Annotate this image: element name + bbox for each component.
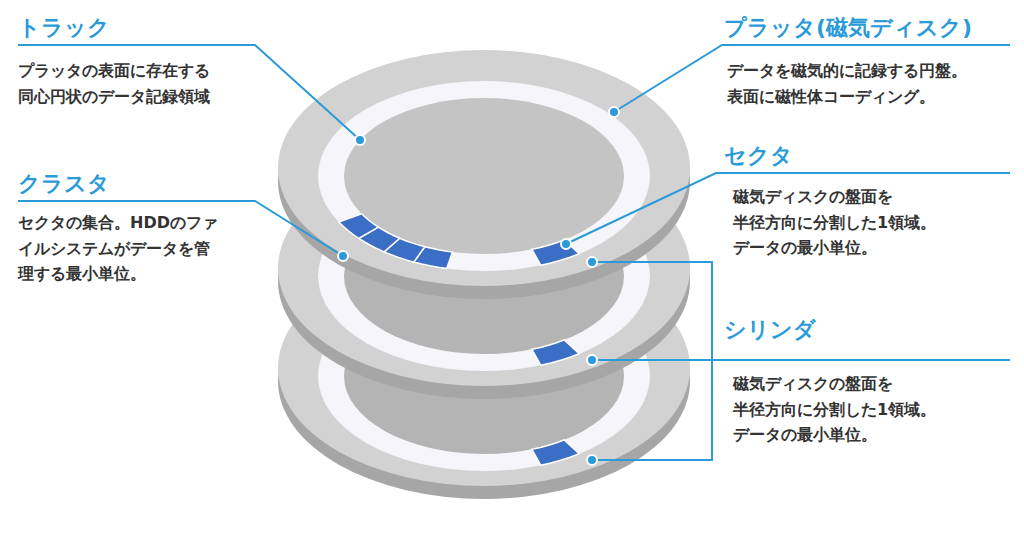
callout-heading: シリンダ (724, 316, 816, 344)
label-holder: 磁気ディスクの盤面を 半径方向に分割した1領域。 データの最小単位。 (733, 184, 1003, 261)
leader-dots (338, 107, 619, 465)
callout-heading: プラッタ(磁気ディスク) (724, 14, 972, 42)
leader-dot (338, 251, 348, 261)
sector-block (532, 340, 579, 365)
callout-text: セクタの集合。HDDのファ イルシステムがデータを管 理する最小単位。 (18, 210, 278, 287)
callout-text: 磁気ディスクの盤面を 半径方向に分割した1領域。 データの最小単位。 (733, 184, 1003, 261)
leader-dot (561, 239, 571, 249)
callout-heading: セクタ (724, 142, 793, 170)
sector-block (339, 214, 379, 239)
leader-dot (587, 355, 597, 365)
label-holder: トラック (18, 14, 110, 42)
label-holder: 磁気ディスクの盤面を 半径方向に分割した1領域。 データの最小単位。 (733, 371, 1003, 448)
platter-hub (344, 98, 624, 254)
callout-text: プラッタの表面に存在する 同心円状のデータ記録領域 (18, 58, 278, 109)
label-holder: セクタの集合。HDDのファ イルシステムがデータを管 理する最小単位。 (18, 210, 278, 287)
label-holder: シリンダ (724, 316, 816, 344)
label-holder: セクタ (724, 142, 793, 170)
leader-line (592, 359, 1010, 361)
leader-dot (587, 257, 597, 267)
leader-lines (18, 45, 1010, 460)
label-holder: プラッタ(磁気ディスク) (724, 14, 972, 42)
leader-line (566, 173, 1010, 244)
platter-stack (278, 50, 690, 499)
callout-text: 磁気ディスクの盤面を 半径方向に分割した1領域。 データの最小単位。 (733, 371, 1003, 448)
label-holder: データを磁気的に記録する円盤。 表面に磁性体コーディング。 (727, 58, 1012, 109)
callout-heading: クラスタ (18, 170, 110, 198)
leader-line (18, 45, 360, 140)
track-ring (318, 81, 650, 271)
label-holder: クラスタ (18, 170, 110, 198)
platter-surface (278, 50, 690, 286)
sector-block (532, 440, 579, 465)
callout-heading: トラック (18, 14, 110, 42)
callout-text: データを磁気的に記録する円盤。 表面に磁性体コーディング。 (727, 58, 1012, 109)
leader-dot (355, 135, 365, 145)
leader-dot (587, 455, 597, 465)
sector-block (532, 240, 579, 265)
leader-dot (609, 107, 619, 117)
label-holder: プラッタの表面に存在する 同心円状のデータ記録領域 (18, 58, 278, 109)
